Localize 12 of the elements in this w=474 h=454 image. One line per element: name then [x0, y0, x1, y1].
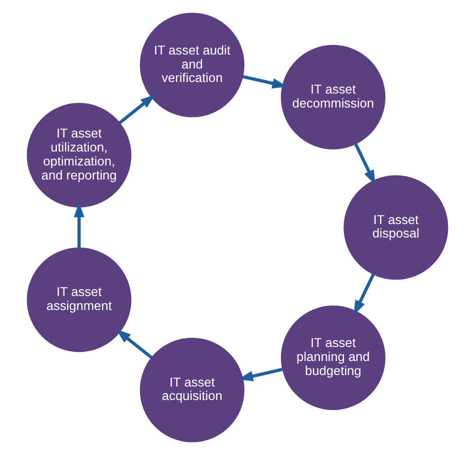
arrow [238, 367, 283, 381]
node-circle: IT asset decommission [280, 44, 385, 149]
node-circle: IT asset planning and budgeting [280, 305, 385, 410]
arrow [242, 74, 287, 88]
arrow [118, 94, 155, 124]
node-circle: IT asset disposal [343, 174, 448, 280]
node-circle: IT asset utilization, optimization, and reporting [26, 102, 131, 207]
node-circle: IT asset acquisition [139, 337, 244, 442]
arrow [354, 142, 375, 185]
arrow [73, 202, 84, 248]
arrow [353, 272, 374, 315]
arrow [115, 328, 152, 358]
